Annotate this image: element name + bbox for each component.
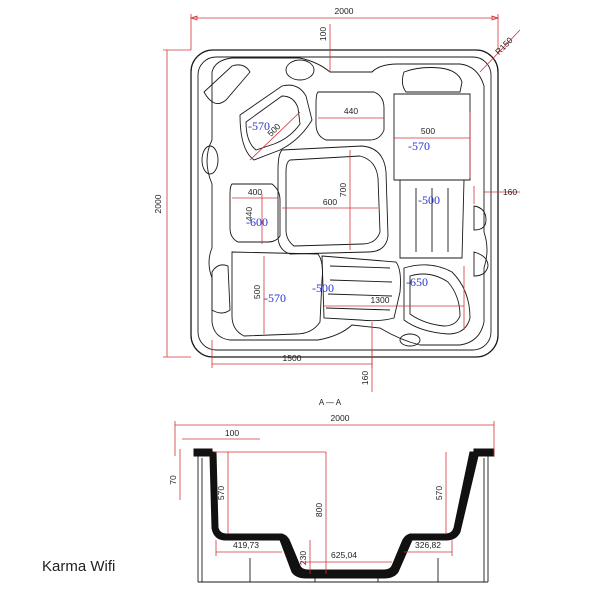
right-pillow-2 (473, 251, 489, 277)
depth-label-g: -650 (406, 275, 428, 289)
section-view: 2000 100 70 570 800 570 230 419,73 625,0… (168, 413, 495, 583)
center-footwell-inner (285, 155, 381, 247)
top-center-pillow (285, 59, 315, 81)
center-footwell (277, 145, 389, 255)
section-shell (193, 448, 495, 579)
seat-top-left-inner (245, 95, 301, 151)
lounger-rib-6 (327, 293, 393, 297)
plan-dim-1500: 1500 (283, 353, 302, 363)
lounger-bottom-right-inner (409, 273, 461, 327)
lounger-rib-4 (329, 265, 391, 269)
depth-label-d: -500 (418, 193, 440, 207)
section-dim-width: 2000 (331, 413, 350, 423)
plan-dim-160-right: 160 (503, 187, 517, 197)
depth-label-f: -500 (312, 281, 334, 295)
section-dim-right-seat: 326,82 (415, 540, 441, 550)
section-label: A — A (319, 398, 342, 407)
depth-label-c: -600 (246, 215, 268, 229)
lounger-right-top (393, 93, 471, 181)
seat-top-center (315, 91, 385, 141)
seat-top-left (239, 84, 313, 161)
plan-dim-radius: R150 (493, 35, 515, 57)
plan-dim-500-left: 500 (252, 285, 262, 299)
lounger-bottom-center (321, 255, 401, 322)
plan-dim-500-right: 500 (421, 126, 435, 136)
plan-dim-width: 2000 (335, 6, 354, 16)
headrest-top-right (401, 67, 463, 93)
seat-left-small (229, 183, 281, 243)
lounger-right-body (399, 179, 465, 259)
spa-outer-shell (190, 49, 499, 358)
left-pillow (201, 145, 219, 175)
section-dim-lip: 70 (168, 475, 178, 485)
spa-inner-rim (197, 56, 492, 351)
plan-dim-height: 2000 (153, 194, 163, 213)
section-dim-right-depth: 570 (434, 486, 444, 500)
depth-label-e: -570 (264, 291, 286, 305)
plan-dim-top-offset: 100 (318, 27, 328, 41)
section-dim-left-depth: 570 (216, 486, 226, 500)
lounger-bottom-right (403, 264, 471, 335)
plan-dim-440-left: 440 (244, 207, 254, 221)
plan-dim-400: 400 (248, 187, 262, 197)
plan-view: 2000 2000 R150 100 440 500 500 400 440 6… (153, 6, 521, 392)
section-dim-left-seat: 419,73 (233, 540, 259, 550)
section-dim-total-depth: 800 (314, 503, 324, 517)
right-pillow-1 (473, 205, 487, 231)
plan-dim-440-top: 440 (344, 106, 358, 116)
headrest-top-left (203, 64, 251, 105)
interior-contour (206, 57, 488, 346)
plan-dim-700: 700 (338, 183, 348, 197)
lounger-rib-7 (325, 307, 391, 311)
lounger-rib-5 (329, 279, 393, 283)
section-dim-footwell: 230 (298, 551, 308, 565)
model-title: Karma Wifi (42, 558, 115, 575)
bottom-pillow (399, 333, 421, 347)
plan-dim-1300: 1300 (371, 295, 390, 305)
plan-dim-600: 600 (323, 197, 337, 207)
plan-dim-160-bottom: 160 (360, 371, 370, 385)
section-dim-rim: 100 (225, 428, 239, 438)
depth-label-b: -570 (408, 139, 430, 153)
section-dim-center: 625,04 (331, 550, 357, 560)
depth-label-a: -570 (248, 119, 270, 133)
headrest-bottom-left (211, 264, 231, 314)
